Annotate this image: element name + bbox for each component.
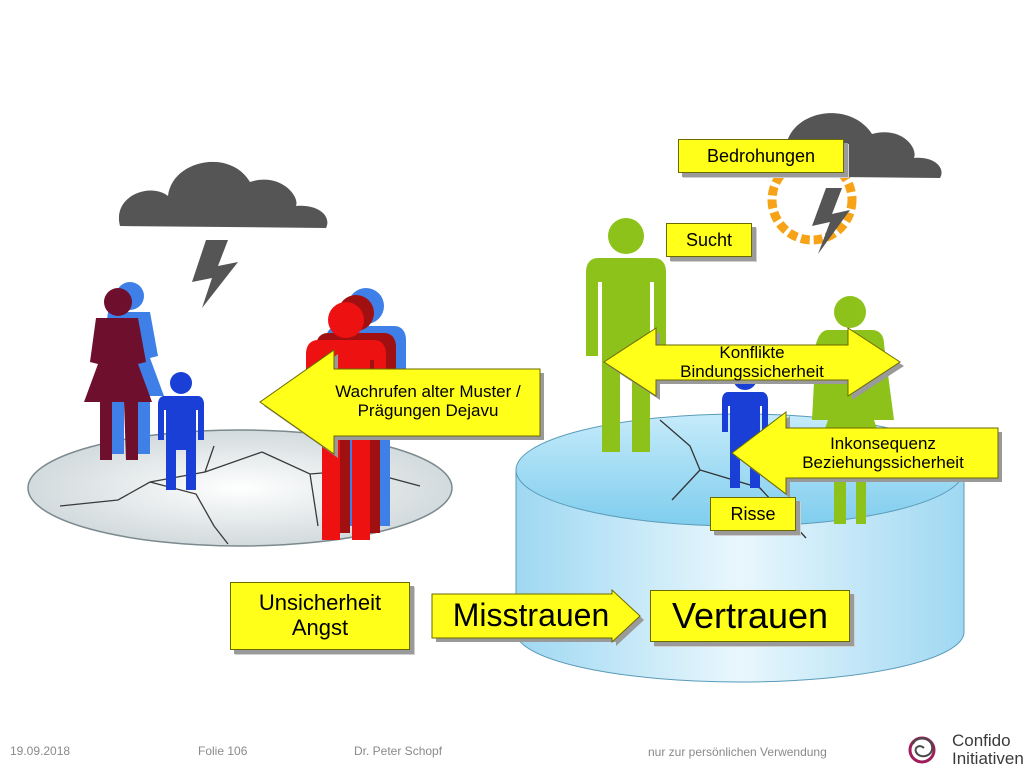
inkonsequenz-arrow [731,410,1002,498]
label-unsicherheit-angst: Unsicherheit Angst [230,582,410,650]
label-misstrauen: Misstrauen [452,597,610,634]
konflikte-double-arrow [603,327,904,400]
footer-author: Dr. Peter Schopf [354,744,443,758]
label-bedrohungen: Bedrohungen [678,139,844,173]
confido-logo: Confido Initiativen [952,732,1024,768]
label-konflikte: Konflikte Bindungssicherheit [680,342,824,381]
logo-line-initiativen: Initiativen [952,749,1024,768]
woman-figure [84,288,152,460]
footer-note: nur zur persönlichen Verwendung [648,745,827,759]
label-vertrauen: Vertrauen [650,590,850,642]
confido-swirl-icon [908,736,936,764]
label-inkonsequenz: Inkonsequenz Beziehungssicherheit [802,433,964,472]
wachrufen-arrow [259,349,544,458]
misstrauen-arrow [431,588,644,646]
footer-slide-number: Folie 106 [198,744,248,758]
footer-date: 19.09.2018 [10,744,71,758]
child-figure-left [158,372,204,490]
label-risse: Risse [710,497,796,531]
logo-line-confido: Confido [952,731,1011,750]
label-wachrufen: Wachrufen alter Muster / Prägungen Dejav… [335,381,521,420]
label-sucht: Sucht [666,223,752,257]
cloud-lightning-icon [118,161,328,308]
